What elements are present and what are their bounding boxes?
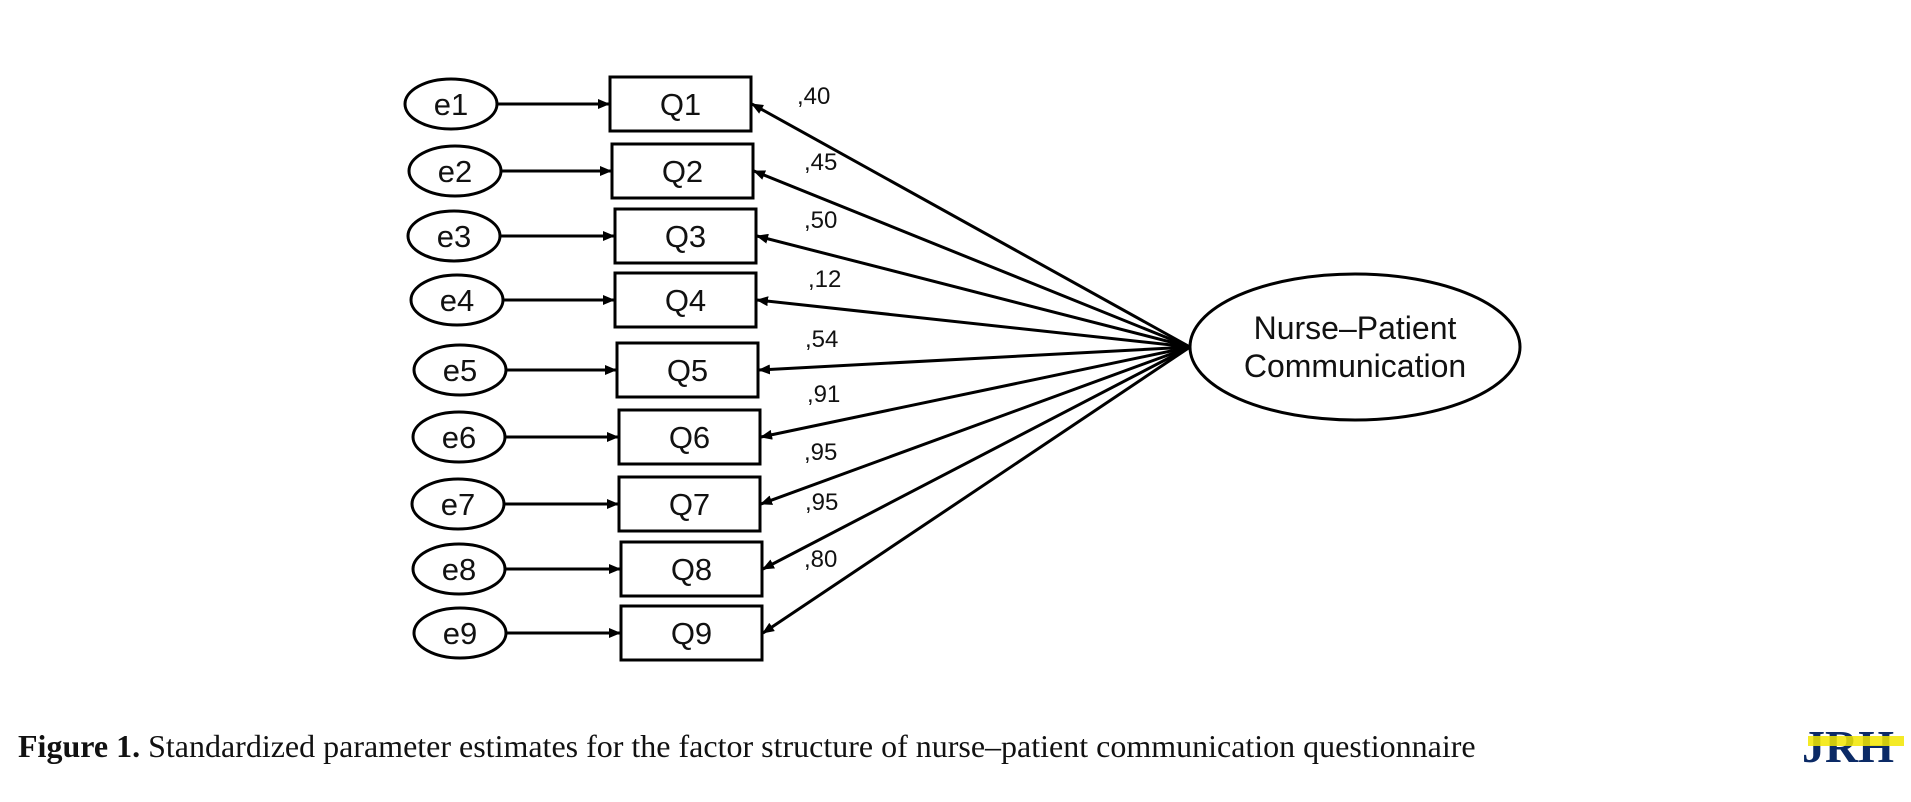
item-label-2: Q2 — [662, 154, 703, 189]
item-label-6: Q6 — [669, 420, 710, 455]
item-box-4 — [613, 271, 758, 329]
error-node-8 — [411, 542, 507, 596]
error-node-5 — [412, 343, 508, 397]
item-label-7: Q7 — [669, 487, 710, 522]
latent-label-line2: Communication — [1244, 348, 1466, 384]
item-box-9 — [619, 604, 764, 662]
journal-logo: JRH — [1800, 722, 1911, 770]
loading-path-4 — [756, 296, 1191, 349]
error-node-1 — [403, 77, 499, 131]
loading-value-9: ,80 — [804, 546, 837, 573]
loading-value-8: ,95 — [805, 489, 838, 516]
item-label-1: Q1 — [660, 87, 701, 122]
item-label-3: Q3 — [665, 219, 706, 254]
loading-path-5 — [758, 345, 1191, 375]
loading-path-9 — [762, 345, 1191, 635]
error-label-8: e8 — [442, 552, 476, 587]
error-node-7 — [410, 477, 506, 531]
item-label-5: Q5 — [667, 353, 708, 388]
loading-path-3 — [756, 233, 1191, 349]
latent-label-line1: Nurse–Patient — [1254, 310, 1457, 346]
loading-value-3: ,50 — [804, 207, 837, 234]
item-label-9: Q9 — [671, 616, 712, 651]
caption-text: Standardized parameter estimates for the… — [140, 728, 1476, 764]
item-box-8 — [619, 540, 764, 598]
caption-label: Figure 1. — [18, 728, 141, 764]
loading-value-1: ,40 — [797, 83, 830, 110]
error-node-3 — [406, 209, 502, 263]
loading-path-6 — [760, 345, 1191, 440]
error-node-9 — [412, 606, 508, 660]
item-box-2 — [610, 142, 755, 200]
error-label-7: e7 — [441, 487, 475, 522]
error-label-5: e5 — [443, 353, 477, 388]
item-box-1 — [608, 75, 753, 133]
loading-path-2 — [753, 169, 1191, 349]
error-node-2 — [407, 144, 503, 198]
item-box-6 — [617, 408, 762, 466]
error-label-6: e6 — [442, 420, 476, 455]
item-box-5 — [615, 341, 760, 399]
edges — [497, 99, 1191, 638]
error-label-3: e3 — [437, 219, 471, 254]
item-label-8: Q8 — [671, 552, 712, 587]
error-label-1: e1 — [434, 87, 468, 122]
loading-value-5: ,54 — [805, 326, 838, 353]
loading-path-8 — [762, 345, 1191, 571]
loading-value-6: ,91 — [807, 381, 840, 408]
error-node-6 — [411, 410, 507, 464]
journal-logo-image: JRH — [1800, 722, 1911, 770]
error-label-2: e2 — [438, 154, 472, 189]
item-box-7 — [617, 475, 762, 533]
loading-value-2: ,45 — [804, 149, 837, 176]
latent-factor-node: Nurse–Patient Communication — [1188, 272, 1522, 422]
loading-value-7: ,95 — [804, 439, 837, 466]
item-label-4: Q4 — [665, 283, 706, 318]
loading-value-4: ,12 — [808, 266, 841, 293]
loading-path-7 — [760, 345, 1191, 506]
error-label-9: e9 — [443, 616, 477, 651]
figure-caption: Figure 1. Standardized parameter estimat… — [18, 728, 1476, 765]
loading-path-1 — [751, 102, 1191, 349]
item-box-3 — [613, 207, 758, 265]
error-label-4: e4 — [440, 283, 474, 318]
error-node-4 — [409, 273, 505, 327]
